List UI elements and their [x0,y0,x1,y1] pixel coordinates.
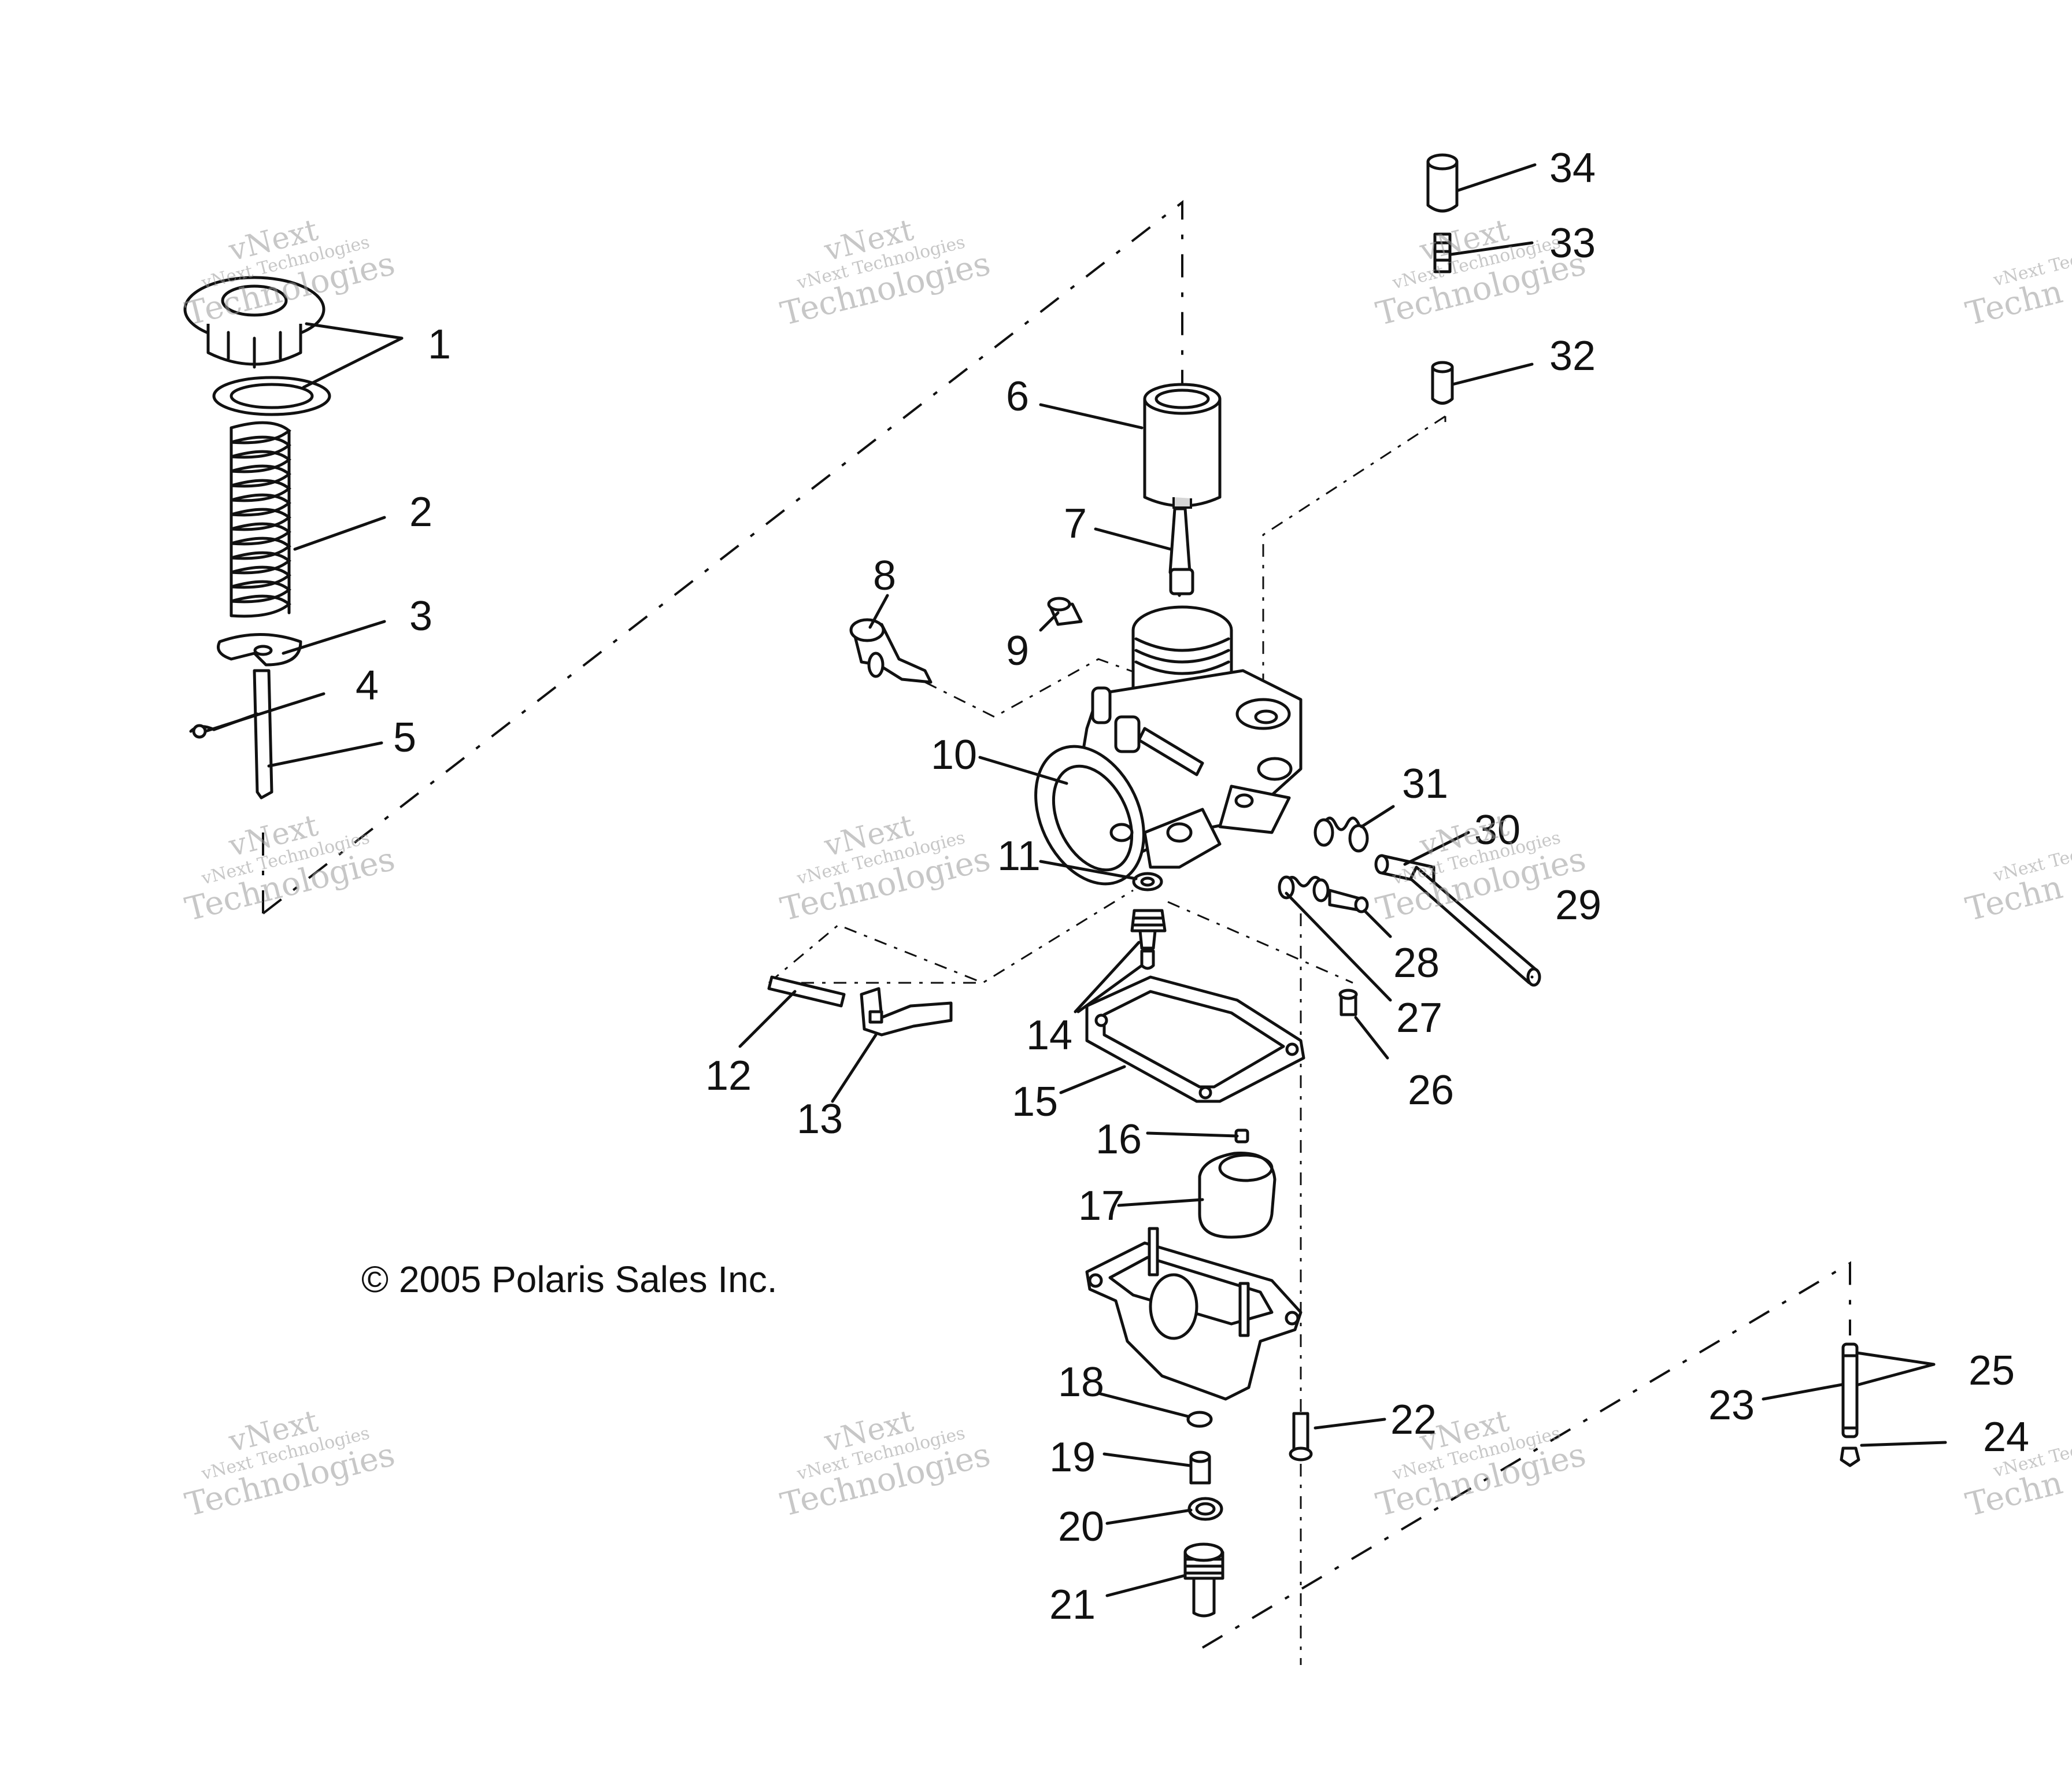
callout-21: 21 [1049,1582,1096,1628]
part-15-gasket [1085,975,1305,1103]
phantom-lines [262,199,1851,1665]
callout-17: 17 [1078,1183,1124,1229]
part-32-34-adjuster [1426,153,1459,405]
part-12-13-clip [767,975,953,1037]
callout-1: 1 [428,321,451,368]
callout-9: 9 [1006,628,1029,674]
callout-28: 28 [1393,940,1440,986]
callout-8: 8 [873,553,896,599]
watermark-tile: vNext vNext Technologies Technologies [182,808,398,928]
part-7-rod [1168,507,1194,597]
watermark-tile-partial: vNext Tec Techn [1962,845,2072,928]
callout-4: 4 [356,663,379,709]
part-26-plug [1338,989,1358,1016]
callout-31: 31 [1402,761,1448,807]
part-2-spring [230,421,291,618]
part-10-carb-body [1034,605,1303,886]
watermark-tile-partial: vNext Tec Techn [1962,250,2072,333]
callout-22: 22 [1390,1397,1437,1443]
callout-34: 34 [1549,145,1596,191]
callout-18: 18 [1058,1359,1104,1405]
callout-7: 7 [1064,501,1087,547]
part-16-17-float [1198,1128,1276,1239]
callout-20: 20 [1058,1504,1104,1550]
part-4-5-needle [189,669,273,800]
copyright-notice: © 2005 Polaris Sales Inc. [361,1259,778,1300]
part-6-slide [1143,383,1222,509]
callout-labels: 1 2 3 4 5 6 7 8 9 10 11 12 13 14 15 16 1… [356,145,2029,1628]
callout-19: 19 [1049,1434,1096,1481]
part-29-31-stop-screw [1314,816,1541,987]
callout-10: 10 [931,732,977,778]
callout-27: 27 [1396,995,1442,1041]
part-22-screw [1289,1412,1313,1462]
callout-2: 2 [409,489,432,535]
callout-25: 25 [1969,1348,2015,1394]
callout-32: 32 [1549,333,1596,379]
part-1-cap [183,276,331,416]
part-11-14-jets [1130,872,1167,970]
callout-24: 24 [1983,1414,2029,1460]
callout-29: 29 [1555,882,1601,928]
watermark-tile: vNext vNext Technologies Technologies [777,213,994,333]
callout-3: 3 [409,593,432,639]
watermark-tile: vNext vNext Technologies Technologies [182,1404,398,1524]
part-23-25-pin [1840,1342,1860,1467]
callout-33: 33 [1549,220,1596,267]
part-9-plug [1047,597,1083,626]
callout-26: 26 [1408,1067,1454,1113]
callout-5: 5 [393,715,416,761]
part-27-28-pilot-screw [1278,875,1369,913]
callout-30: 30 [1474,807,1520,853]
callout-6: 6 [1006,373,1029,420]
callout-11: 11 [997,833,1041,879]
watermark-tile: vNext vNext Technologies Technologies [777,808,994,928]
part-3-retainer [217,633,302,667]
part-18-21-drain [1183,1411,1224,1618]
callout-16: 16 [1096,1116,1142,1163]
callout-14: 14 [1026,1012,1072,1059]
part-8-plunger [849,618,933,684]
callout-13: 13 [797,1096,843,1142]
watermark-tile: vNext vNext Technologies Technologies [777,1404,994,1524]
callout-15: 15 [1012,1079,1058,1125]
callout-23: 23 [1708,1382,1755,1429]
leader-lines [204,163,1947,1597]
watermark-tile: vNext vNext Technologies Technologies [1372,213,1589,333]
float-bowl [1085,1227,1303,1401]
callout-12: 12 [705,1053,752,1099]
